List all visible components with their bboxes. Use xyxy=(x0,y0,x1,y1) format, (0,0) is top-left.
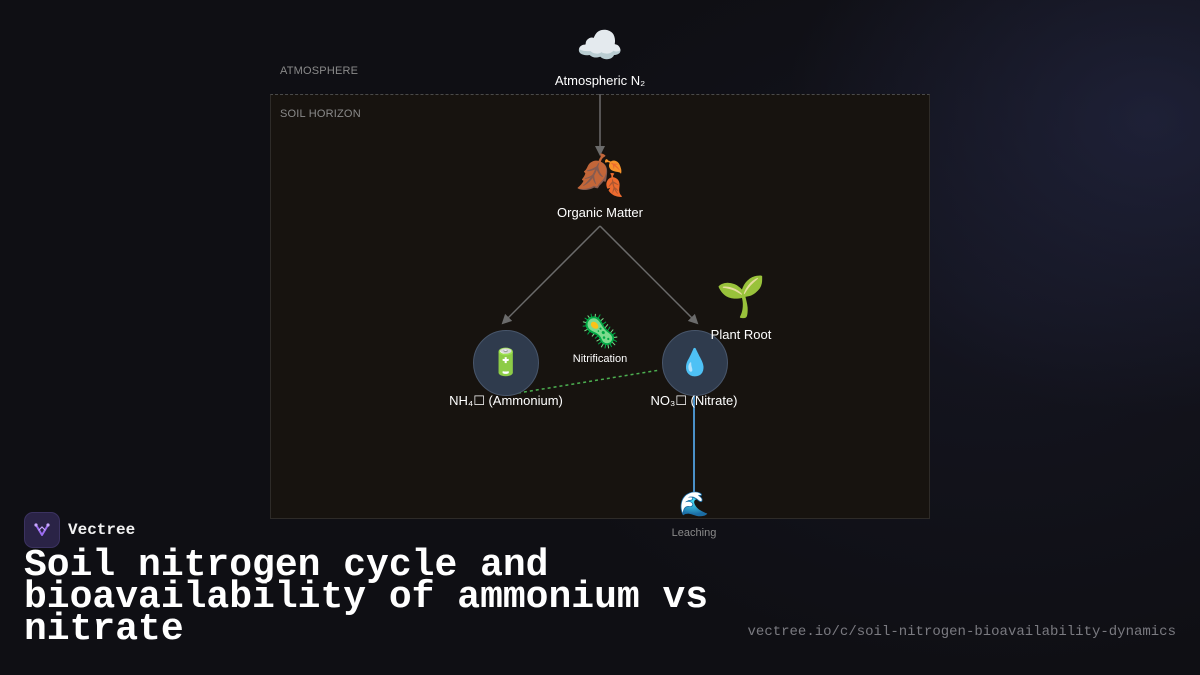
leaching-label: Leaching xyxy=(671,527,717,539)
plant-root-label: Plant Root xyxy=(710,327,772,342)
nitrification-label: Nitrification xyxy=(572,353,628,365)
mineralization-arrow-nitrate xyxy=(599,225,699,325)
soil-horizon-panel xyxy=(270,94,930,519)
microbe-icon: 🦠 xyxy=(580,312,620,350)
source-url: vectree.io/c/soil-nitrogen-bioavailabili… xyxy=(747,624,1176,640)
nitrification-link xyxy=(517,369,661,394)
battery-icon: 🔋 xyxy=(489,348,523,378)
nitrate-label: NO₃☐ (Nitrate) xyxy=(650,393,738,408)
organic-matter-label: Organic Matter xyxy=(557,205,643,220)
wave-icon: 🌊 xyxy=(679,490,709,518)
ammonium-node: 🔋 xyxy=(473,330,539,396)
page-title: Soil nitrogen cycle and bioavailability … xyxy=(24,544,709,651)
brand: Vectree xyxy=(24,512,135,548)
droplet-icon: 💧 xyxy=(678,348,712,378)
mineralization-arrow-ammonium xyxy=(501,225,601,325)
nitrate-node: 💧 xyxy=(662,330,728,396)
vectree-logo-icon xyxy=(24,512,60,548)
soil-zone-label: SOIL HORIZON xyxy=(280,108,361,120)
cloud-icon: ☁️ xyxy=(576,23,624,67)
atmosphere-zone-label: ATMOSPHERE xyxy=(280,65,359,77)
ammonium-label: NH₄☐ (Ammonium) xyxy=(449,393,563,408)
atmospheric-n2-label: Atmospheric N₂ xyxy=(554,73,646,88)
fallen-leaves-icon: 🍂 xyxy=(575,153,625,199)
seedling-icon: 🌱 xyxy=(716,274,766,320)
brand-name: Vectree xyxy=(68,521,136,539)
